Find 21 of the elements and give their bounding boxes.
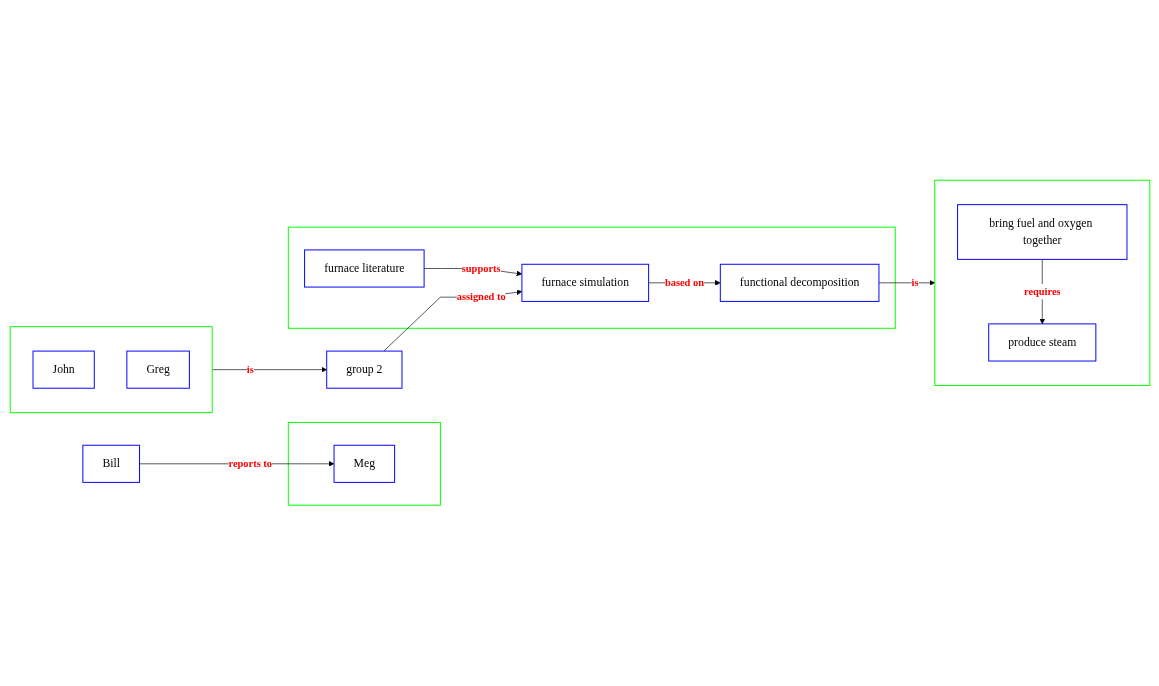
node-box: group 2 <box>325 350 402 389</box>
edge-label: is <box>911 277 918 289</box>
edge-label: supports <box>461 262 501 275</box>
node-box: functional decomposition <box>719 264 879 303</box>
node-box: Bill <box>81 445 140 484</box>
node-box: furnace simulation <box>520 264 649 303</box>
node-box: bring fuel and oxygen together <box>956 204 1127 261</box>
edge-label: reports to <box>227 458 272 470</box>
edge-label: is <box>246 364 254 376</box>
edge-label: requires <box>1023 286 1061 298</box>
node-box: Meg <box>333 445 395 484</box>
node-box: Greg <box>125 350 190 389</box>
cluster <box>933 180 1150 387</box>
cluster <box>9 326 213 414</box>
edge-label: assigned to <box>456 291 506 303</box>
node-box: John <box>32 350 95 389</box>
cluster <box>287 226 896 330</box>
edge-label: based on <box>664 277 704 289</box>
node-box: furnace literature <box>303 249 425 288</box>
cluster <box>287 422 441 506</box>
node-box: produce steam <box>987 323 1096 362</box>
